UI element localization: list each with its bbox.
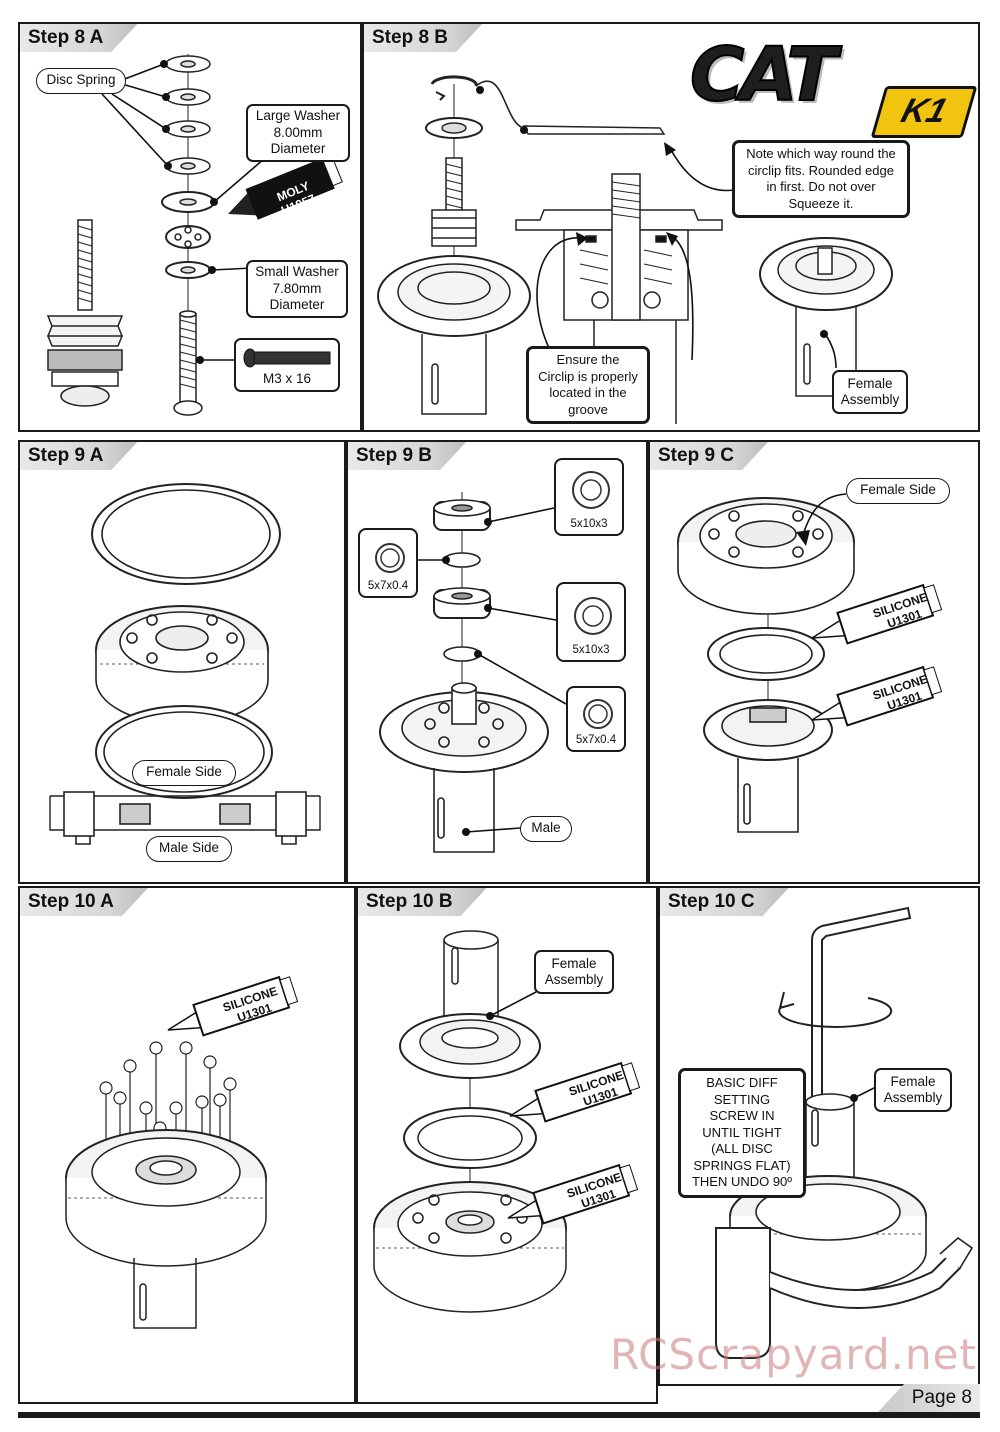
silicone-tube-2-shape bbox=[507, 1163, 639, 1225]
female-assembly-label: Female Assembly bbox=[832, 370, 908, 414]
footer-bar bbox=[18, 1412, 980, 1418]
logo-text: CAT bbox=[689, 31, 838, 119]
step-10a-diagram bbox=[65, 975, 299, 1329]
hex-key-shape bbox=[811, 906, 912, 1098]
step-9b-diagram bbox=[379, 492, 567, 853]
female-side-label: Female Side bbox=[132, 760, 236, 786]
bearing-size-box-1: 5x10x3 bbox=[554, 458, 624, 536]
shim-icon bbox=[583, 699, 613, 729]
female-assembly-label: Female Assembly bbox=[874, 1068, 952, 1112]
step-10a-panel: Step 10 A bbox=[18, 886, 356, 1404]
bearing-size-box-2: 5x10x3 bbox=[556, 582, 626, 662]
step-9c-diagram bbox=[677, 493, 943, 833]
silicone-tube-1-shape bbox=[811, 583, 943, 645]
diff-tool-shape bbox=[715, 1227, 771, 1359]
disc-spring-label: Disc Spring bbox=[36, 68, 126, 94]
step-8a-panel: Step 8 A bbox=[18, 22, 362, 432]
bearing-size-2: 5x10x3 bbox=[572, 644, 610, 656]
male-side-label: Male Side bbox=[146, 836, 232, 862]
bearing-size-1: 5x10x3 bbox=[570, 518, 608, 530]
shim-size-box-2: 5x7x0.4 bbox=[566, 686, 626, 752]
assembled-stack-shape bbox=[46, 219, 124, 407]
thrust-bearing-shape bbox=[165, 225, 211, 249]
step-10b-panel: Step 10 B bbox=[356, 886, 658, 1404]
step-title: Step 8 A bbox=[20, 24, 137, 52]
large-washer-label: Large Washer 8.00mm Diameter bbox=[246, 104, 350, 162]
step-9b-panel: Step 9 B bbox=[346, 440, 648, 884]
screw-size-label: M3 x 16 bbox=[262, 370, 312, 386]
step-8a-diagram bbox=[46, 54, 343, 416]
step-8b-panel: Step 8 B bbox=[362, 22, 980, 432]
shim-size-1: 5x7x0.4 bbox=[367, 580, 409, 592]
silicone-tube-shape bbox=[167, 975, 299, 1037]
circlip-groove-note: Ensure the Circlip is properly located i… bbox=[526, 346, 650, 424]
moly-tube-shape bbox=[228, 157, 343, 220]
step-9a-diagram bbox=[49, 483, 321, 845]
female-assembly-shape bbox=[759, 237, 893, 397]
step-9a-panel: Step 9 A Female Side bbox=[18, 440, 346, 884]
silicone-tube-2-shape bbox=[811, 665, 943, 727]
circlip-note: Note which way round the circlip fits. R… bbox=[732, 140, 910, 218]
shim-icon bbox=[375, 543, 405, 573]
female-side-label: Female Side bbox=[846, 478, 950, 504]
male-label: Male bbox=[520, 816, 572, 842]
m3-screw-shape bbox=[173, 310, 203, 416]
page-number: Page 8 bbox=[878, 1384, 980, 1412]
shim-size-box-1: 5x7x0.4 bbox=[358, 528, 418, 598]
diff-balls-shape bbox=[99, 1041, 237, 1190]
screw-size-box: M3 x 16 bbox=[234, 338, 340, 392]
step-10b-diagram bbox=[373, 930, 641, 1313]
step-10c-panel: Step 10 C BASIC DIFF SETTING SCREW IN UN… bbox=[658, 886, 980, 1386]
step-9c-panel: Step 9 C bbox=[648, 440, 980, 884]
watermark: RCScrapyard.net bbox=[610, 1330, 977, 1379]
cross-section-shape bbox=[515, 173, 723, 424]
step-10c-diagram bbox=[715, 906, 974, 1359]
step-8b-diagram bbox=[377, 75, 893, 424]
pulley-cross-section-shape bbox=[49, 791, 321, 845]
logo-badge: K1 bbox=[870, 86, 978, 138]
shim-size-2: 5x7x0.4 bbox=[575, 734, 617, 746]
small-washer-label: Small Washer 7.80mm Diameter bbox=[246, 260, 348, 318]
bearing-icon bbox=[572, 471, 610, 509]
female-assembly-label: Female Assembly bbox=[534, 950, 614, 994]
silicone-tube-1-shape bbox=[509, 1061, 641, 1123]
bearing-icon bbox=[574, 597, 612, 635]
step-title: Step 9 B bbox=[348, 442, 466, 470]
screw-icon bbox=[243, 348, 331, 368]
diff-setting-instruction: BASIC DIFF SETTING SCREW IN UNTIL TIGHT … bbox=[678, 1068, 806, 1198]
cat-k1-logo: CAT K1 bbox=[689, 26, 978, 138]
